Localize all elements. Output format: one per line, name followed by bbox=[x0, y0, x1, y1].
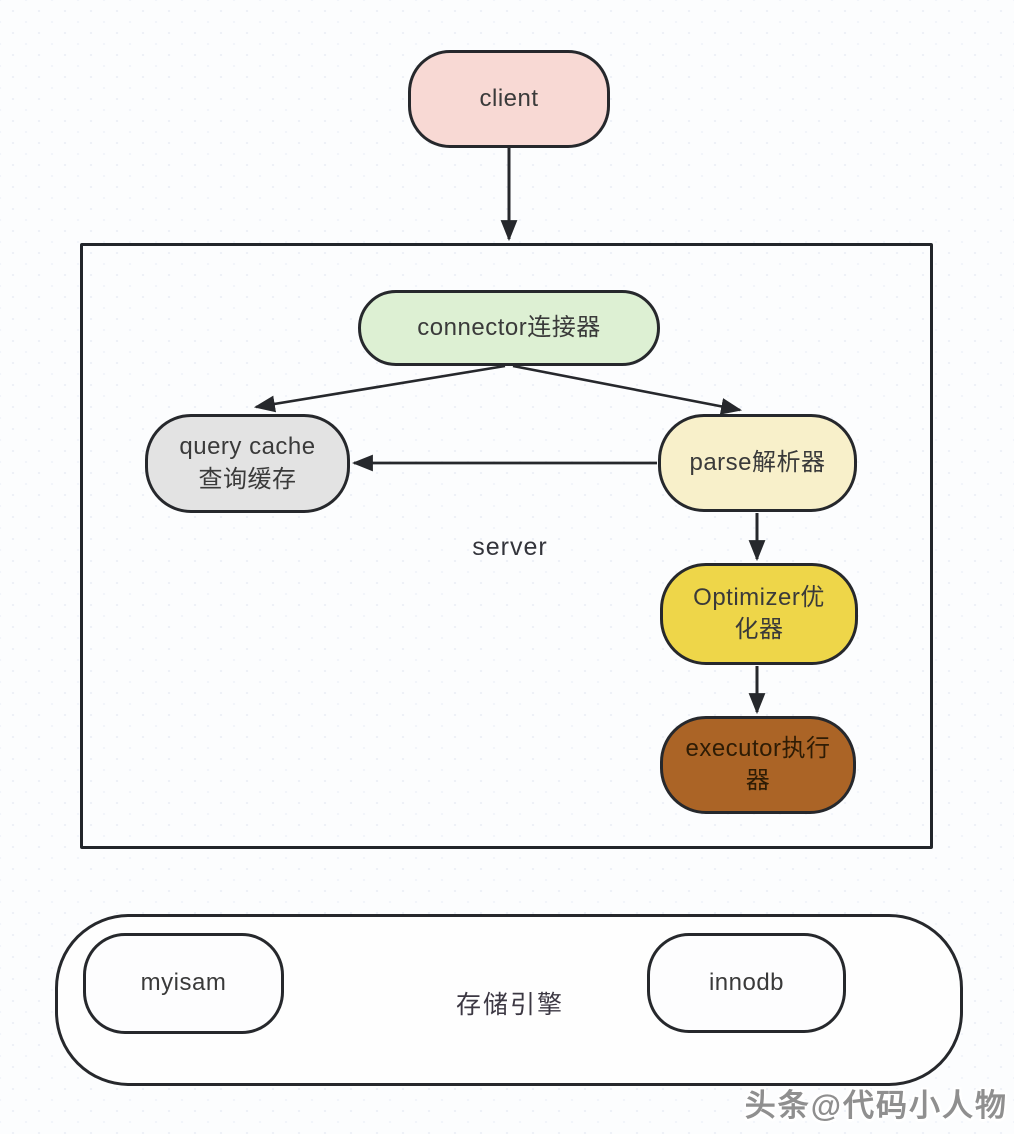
node-executor: executor执行 器 bbox=[660, 716, 856, 814]
node-parse: parse解析器 bbox=[658, 414, 857, 512]
node-parse-label: parse解析器 bbox=[689, 448, 826, 476]
node-client: client bbox=[408, 50, 610, 148]
node-connector-label: connector连接器 bbox=[417, 313, 601, 341]
node-connector: connector连接器 bbox=[358, 290, 660, 366]
node-optimizer-label: Optimizer优 化器 bbox=[693, 583, 825, 643]
node-executor-label: executor执行 器 bbox=[685, 734, 831, 794]
node-query-cache-label: query cache 查询缓存 bbox=[179, 433, 316, 493]
node-client-label: client bbox=[479, 84, 539, 112]
node-myisam: myisam bbox=[83, 933, 284, 1034]
node-optimizer: Optimizer优 化器 bbox=[660, 563, 858, 665]
node-query-cache: query cache 查询缓存 bbox=[145, 414, 350, 513]
storage-region-label: 存储引擎 bbox=[455, 991, 564, 1019]
node-innodb: innodb bbox=[647, 933, 846, 1033]
server-container bbox=[80, 243, 933, 849]
node-myisam-label: myisam bbox=[140, 969, 227, 997]
server-region-label: server bbox=[472, 533, 548, 561]
watermark-text: 头条@代码小人物 bbox=[744, 1088, 1008, 1123]
node-innodb-label: innodb bbox=[708, 968, 785, 996]
